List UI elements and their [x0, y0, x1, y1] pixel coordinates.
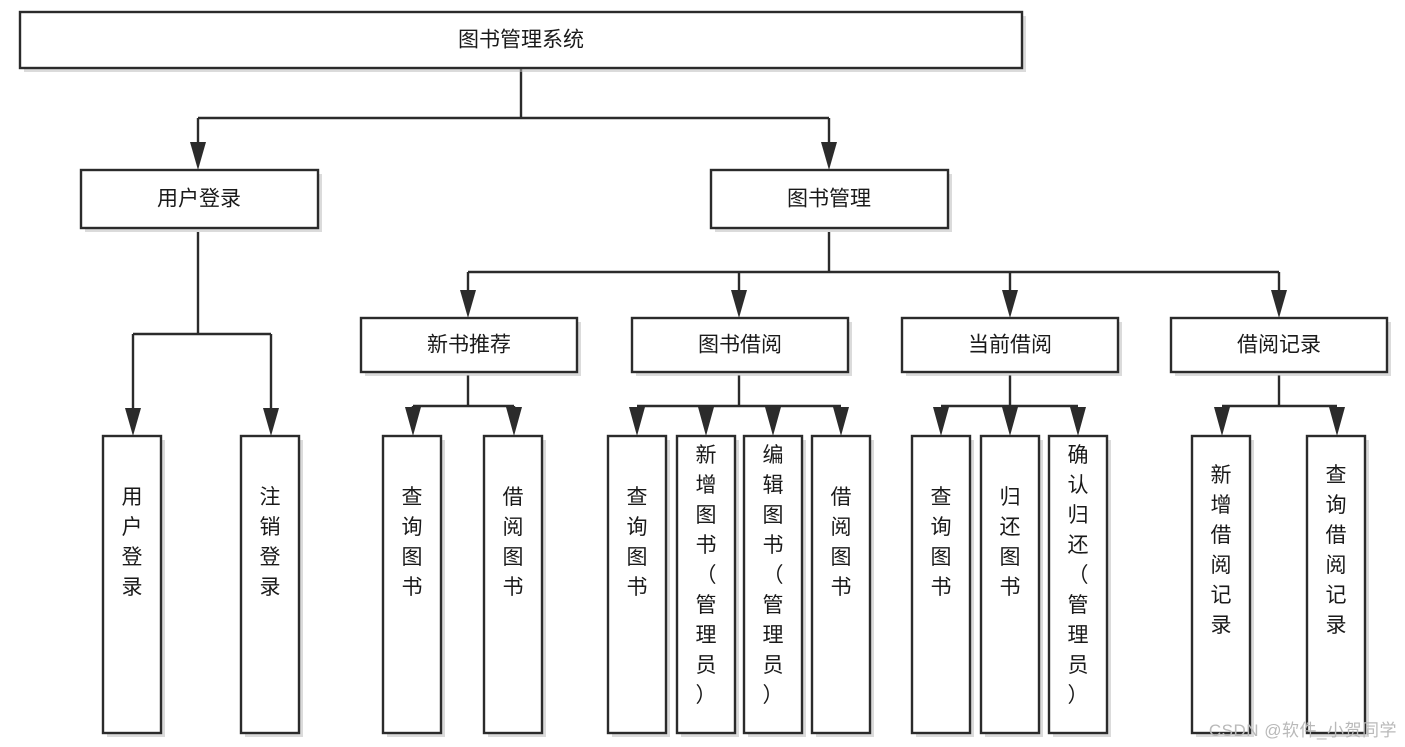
leaf-3-label: 查询图书 — [402, 486, 423, 599]
leaf-11-label: 确认归还（管理员） — [1068, 444, 1089, 707]
leaf-5-label: 查询图书 — [627, 486, 648, 599]
node-bookmgmt[interactable]: 图书管理 — [709, 168, 952, 232]
arrow-to-newbook — [460, 290, 476, 318]
arrow-to-leaf-6 — [698, 407, 714, 436]
node-root[interactable]: 图书管理系统 — [18, 10, 1026, 72]
node-login[interactable]: 用户登录 — [79, 168, 322, 232]
current-label: 当前借阅 — [968, 334, 1052, 357]
arrow-to-leaf-9 — [933, 407, 949, 436]
node-leaf-6[interactable]: 新增图书（管理员） — [675, 434, 739, 737]
leaf-4-label: 借阅图书 — [503, 486, 524, 599]
leaf-4-box[interactable] — [482, 434, 544, 735]
leaf-2-box[interactable] — [239, 434, 301, 735]
leaf-6-box[interactable] — [675, 434, 737, 735]
newbook-label: 新书推荐 — [427, 334, 511, 357]
node-newbook[interactable]: 新书推荐 — [359, 316, 581, 376]
leaf-1-box[interactable] — [101, 434, 163, 735]
arrow-to-leaf-7 — [765, 407, 781, 436]
leaf-8-box[interactable] — [810, 434, 872, 735]
node-leaf-2[interactable]: 注销登录 — [239, 434, 303, 737]
login-box[interactable] — [79, 168, 320, 230]
leaf-3-box[interactable] — [381, 434, 443, 735]
leaf-1-label: 用户登录 — [122, 486, 143, 599]
csdn-watermark: CSDN @软件_小贺同学 — [1208, 721, 1397, 740]
newbook-box[interactable] — [359, 316, 579, 374]
node-leaf-7[interactable]: 编辑图书（管理员） — [742, 434, 806, 737]
leaf-11-box[interactable] — [1047, 434, 1109, 735]
arrow-to-leaf-11 — [1070, 407, 1086, 436]
leaf-13-box[interactable] — [1305, 434, 1367, 735]
arrow-to-leaf-10 — [1002, 407, 1018, 436]
arrow-to-borrow — [731, 290, 747, 318]
arrow-to-leaf-2 — [263, 408, 279, 436]
leaf-10-box[interactable] — [979, 434, 1041, 735]
arrow-to-leaf-3 — [405, 407, 421, 436]
leaf-8-label: 借阅图书 — [831, 486, 852, 599]
arrow-to-login — [190, 142, 206, 170]
arrow-to-leaf-13 — [1329, 407, 1345, 436]
node-leaf-10[interactable]: 归还图书 — [979, 434, 1043, 737]
borrow-box[interactable] — [630, 316, 850, 374]
node-leaf-5[interactable]: 查询图书 — [606, 434, 670, 737]
record-box[interactable] — [1169, 316, 1389, 374]
leaf-10-label: 归还图书 — [1000, 486, 1021, 599]
current-box[interactable] — [900, 316, 1120, 374]
node-borrow[interactable]: 图书借阅 — [630, 316, 852, 376]
root-label: 图书管理系统 — [458, 29, 584, 52]
arrow-to-leaf-12 — [1214, 407, 1230, 436]
connector-layer — [125, 68, 1345, 436]
leaf-9-label: 查询图书 — [931, 486, 952, 599]
node-leaf-1[interactable]: 用户登录 — [101, 434, 165, 737]
leaf-node-group: 用户登录 注销登录 查询图书 借阅图书 查询图书 — [101, 434, 1369, 737]
node-leaf-3[interactable]: 查询图书 — [381, 434, 445, 737]
node-record[interactable]: 借阅记录 — [1169, 316, 1391, 376]
arrow-to-record — [1271, 290, 1287, 318]
bookmgmt-label: 图书管理 — [787, 188, 871, 211]
arrow-to-bookmgmt — [821, 142, 837, 170]
bookmgmt-box[interactable] — [709, 168, 950, 230]
arrow-to-leaf-8 — [833, 407, 849, 436]
leaf-9-box[interactable] — [910, 434, 972, 735]
leaf-13-label: 查询借阅记录 — [1326, 464, 1347, 637]
node-leaf-9[interactable]: 查询图书 — [910, 434, 974, 737]
node-leaf-12[interactable]: 新增借阅记录 — [1190, 434, 1254, 737]
login-label: 用户登录 — [157, 188, 241, 211]
record-label: 借阅记录 — [1237, 334, 1321, 357]
arrow-to-leaf-1 — [125, 408, 141, 436]
leaf-6-label: 新增图书（管理员） — [696, 444, 717, 707]
node-leaf-11[interactable]: 确认归还（管理员） — [1047, 434, 1111, 737]
node-leaf-13[interactable]: 查询借阅记录 — [1305, 434, 1369, 737]
borrow-label: 图书借阅 — [698, 334, 782, 357]
leaf-2-label: 注销登录 — [260, 486, 281, 599]
arrow-to-current — [1002, 290, 1018, 318]
leaf-12-label: 新增借阅记录 — [1211, 464, 1232, 637]
leaf-5-box[interactable] — [606, 434, 668, 735]
arrow-to-leaf-5 — [629, 407, 645, 436]
leaf-7-box[interactable] — [742, 434, 804, 735]
arrow-to-leaf-4 — [506, 407, 522, 436]
leaf-7-label: 编辑图书（管理员） — [763, 444, 784, 707]
node-leaf-4[interactable]: 借阅图书 — [482, 434, 546, 737]
leaf-12-box[interactable] — [1190, 434, 1252, 735]
node-leaf-8[interactable]: 借阅图书 — [810, 434, 874, 737]
node-current[interactable]: 当前借阅 — [900, 316, 1122, 376]
root-box[interactable] — [18, 10, 1024, 70]
